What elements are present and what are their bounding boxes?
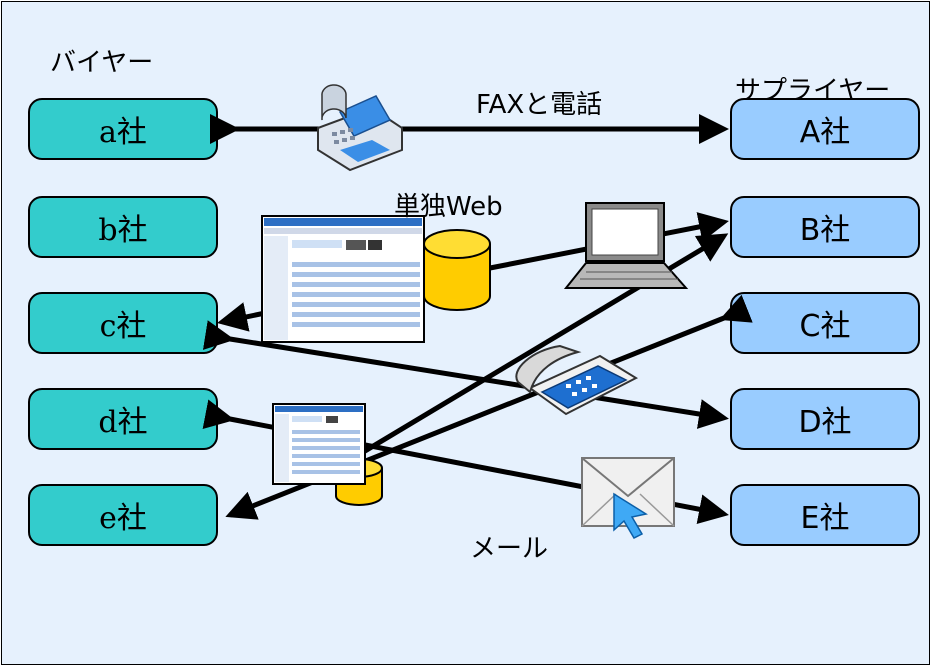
- web-page-icon: [261, 215, 425, 343]
- buyer-c-box: c社: [28, 292, 218, 354]
- database-icon: [423, 229, 491, 311]
- telephone-icon: [515, 344, 639, 416]
- supplier-c-box: C社: [730, 292, 920, 354]
- buyer-d-box: d社: [28, 388, 218, 450]
- mail-label: メール: [470, 534, 549, 564]
- fax-icon: [317, 84, 403, 172]
- buyer-e-box: e社: [28, 484, 218, 546]
- envelope-icon: [581, 457, 675, 539]
- buyer-b-box: b社: [28, 196, 218, 258]
- fax-phone-label: FAXと電話: [476, 90, 603, 120]
- supplier-e-box: E社: [730, 484, 920, 546]
- web-label: 単独Web: [394, 192, 503, 222]
- supplier-d-box: D社: [730, 388, 920, 450]
- buyer-header: バイヤー: [50, 48, 154, 78]
- web-page-icon: [272, 403, 366, 485]
- supplier-b-box: B社: [730, 196, 920, 258]
- laptop-icon: [563, 202, 689, 289]
- supplier-a-box: A社: [730, 98, 920, 160]
